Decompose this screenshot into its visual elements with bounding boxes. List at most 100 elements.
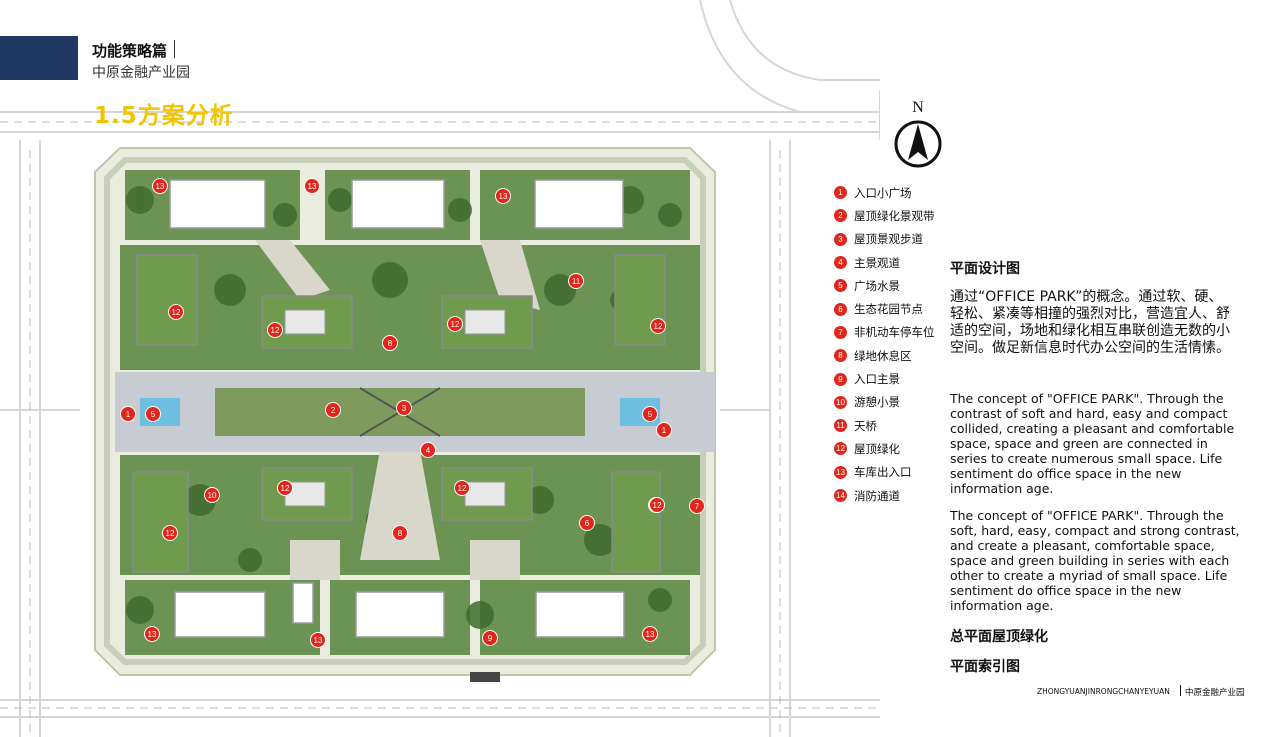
footer-divider — [1180, 685, 1181, 696]
title-divider — [174, 40, 175, 58]
map-marker-number: 10 — [208, 491, 217, 500]
green-roof-buildings — [132, 254, 666, 573]
legend-label: 绿地休息区 — [854, 348, 912, 363]
map-marker-number: 12 — [653, 501, 662, 510]
map-marker-number: 13 — [156, 182, 165, 191]
map-marker: 8 — [382, 335, 398, 351]
inner-ring-road — [104, 157, 706, 665]
map-marker: 5 — [145, 406, 161, 422]
map-marker: 12 — [650, 318, 666, 334]
site-plan-map: 1313131112121212815235141012121212712861… — [0, 0, 880, 737]
page-heading: 1.5方案分析 — [94, 103, 234, 129]
legend-number-badge: 6 — [834, 302, 847, 316]
legend-label: 入口小广场 — [854, 185, 912, 200]
road-network — [0, 0, 880, 737]
map-marker: 12 — [649, 497, 665, 513]
legend-label: 非机动车停车位 — [854, 325, 935, 340]
map-marker-dot — [420, 442, 436, 458]
map-marker: 11 — [568, 273, 584, 289]
map-marker-number: 12 — [458, 484, 467, 493]
map-marker-number: 2 — [331, 406, 336, 415]
map-marker-number: 3 — [402, 404, 407, 413]
legend-number-badge: 1 — [834, 186, 847, 200]
map-marker-dot — [304, 178, 320, 194]
description-en-2: The concept of "OFFICE PARK". Through th… — [950, 508, 1240, 613]
legend-label: 广场水景 — [854, 278, 900, 293]
map-marker: 13 — [304, 178, 320, 194]
map-marker: 7 — [689, 498, 705, 514]
map-marker-dot — [495, 188, 511, 204]
legend-label: 屋顶绿化景观带 — [854, 208, 935, 223]
section-subtitle: 中原金融产业园 — [92, 65, 190, 81]
description-zh: 通过“OFFICE PARK”的概念。通过软、硬、轻松、紧凑等相撞的强烈对比，营… — [950, 289, 1230, 356]
legend-number-badge: 8 — [834, 349, 847, 363]
legend-number-badge: 4 — [834, 256, 847, 270]
map-marker: 13 — [642, 626, 658, 642]
map-marker-dot — [642, 626, 658, 642]
map-marker: 8 — [392, 525, 408, 541]
map-marker-dot — [454, 480, 470, 496]
legend-item: 9 入口主景 — [834, 367, 954, 390]
map-marker-number: 11 — [572, 277, 581, 286]
map-marker-dot — [656, 422, 672, 438]
legend-label: 车库出入口 — [854, 465, 912, 480]
map-marker: 13 — [152, 178, 168, 194]
legend-number-badge: 13 — [834, 465, 847, 479]
legend-number-badge: 9 — [834, 372, 847, 386]
map-marker-dot — [382, 335, 398, 351]
map-marker-dot — [277, 480, 293, 496]
map-marker-number: 5 — [648, 410, 653, 419]
legend-number-badge: 5 — [834, 279, 847, 293]
legend-label: 入口主景 — [854, 372, 900, 387]
map-marker: 13 — [495, 188, 511, 204]
map-marker-number: 5 — [151, 410, 156, 419]
legend-number-badge: 2 — [834, 209, 847, 223]
map-marker-number: 12 — [654, 322, 663, 331]
map-marker: 12 — [454, 480, 470, 496]
legend-item: 13 车库出入口 — [834, 461, 954, 484]
map-marker: 12 — [267, 322, 283, 338]
map-marker-dot — [267, 322, 283, 338]
map-marker: 9 — [482, 630, 498, 646]
map-marker: 12 — [168, 304, 184, 320]
map-marker: 3 — [396, 400, 412, 416]
legend-label: 屋顶景观步道 — [854, 232, 923, 247]
roof-green-title: 总平面屋顶绿化 — [950, 629, 1048, 645]
index-plan-title: 平面索引图 — [950, 659, 1020, 675]
map-marker-number: 6 — [585, 519, 590, 528]
map-marker-dot — [649, 497, 665, 513]
map-marker-number: 12 — [281, 484, 290, 493]
map-marker-dot — [568, 273, 584, 289]
map-markers: 1313131112121212815235141012121212712861… — [120, 178, 705, 648]
map-marker-number: 13 — [148, 630, 157, 639]
map-marker: 12 — [162, 525, 178, 541]
map-marker-number: 13 — [499, 192, 508, 201]
legend-item: 8 绿地休息区 — [834, 344, 954, 367]
map-marker-dot — [650, 318, 666, 334]
map-marker-dot — [482, 630, 498, 646]
map-marker-number: 13 — [308, 182, 317, 191]
map-marker-number: 9 — [488, 634, 493, 643]
legend-label: 屋顶绿化 — [854, 441, 900, 456]
legend-label: 消防通道 — [854, 488, 900, 503]
legend-label: 天桥 — [854, 418, 877, 433]
map-marker-number: 8 — [398, 529, 403, 538]
map-marker-dot — [642, 406, 658, 422]
design-title: 平面设计图 — [950, 261, 1020, 277]
map-marker-dot — [579, 515, 595, 531]
map-marker-number: 12 — [172, 308, 181, 317]
map-marker-dot — [392, 525, 408, 541]
legend-number-badge: 12 — [834, 442, 847, 456]
map-marker: 6 — [579, 515, 595, 531]
garage-ramp — [470, 672, 500, 682]
footer-pinyin: ZHONGYUANJINRONGCHANYEYUAN — [1037, 687, 1170, 696]
map-marker-dot — [204, 487, 220, 503]
